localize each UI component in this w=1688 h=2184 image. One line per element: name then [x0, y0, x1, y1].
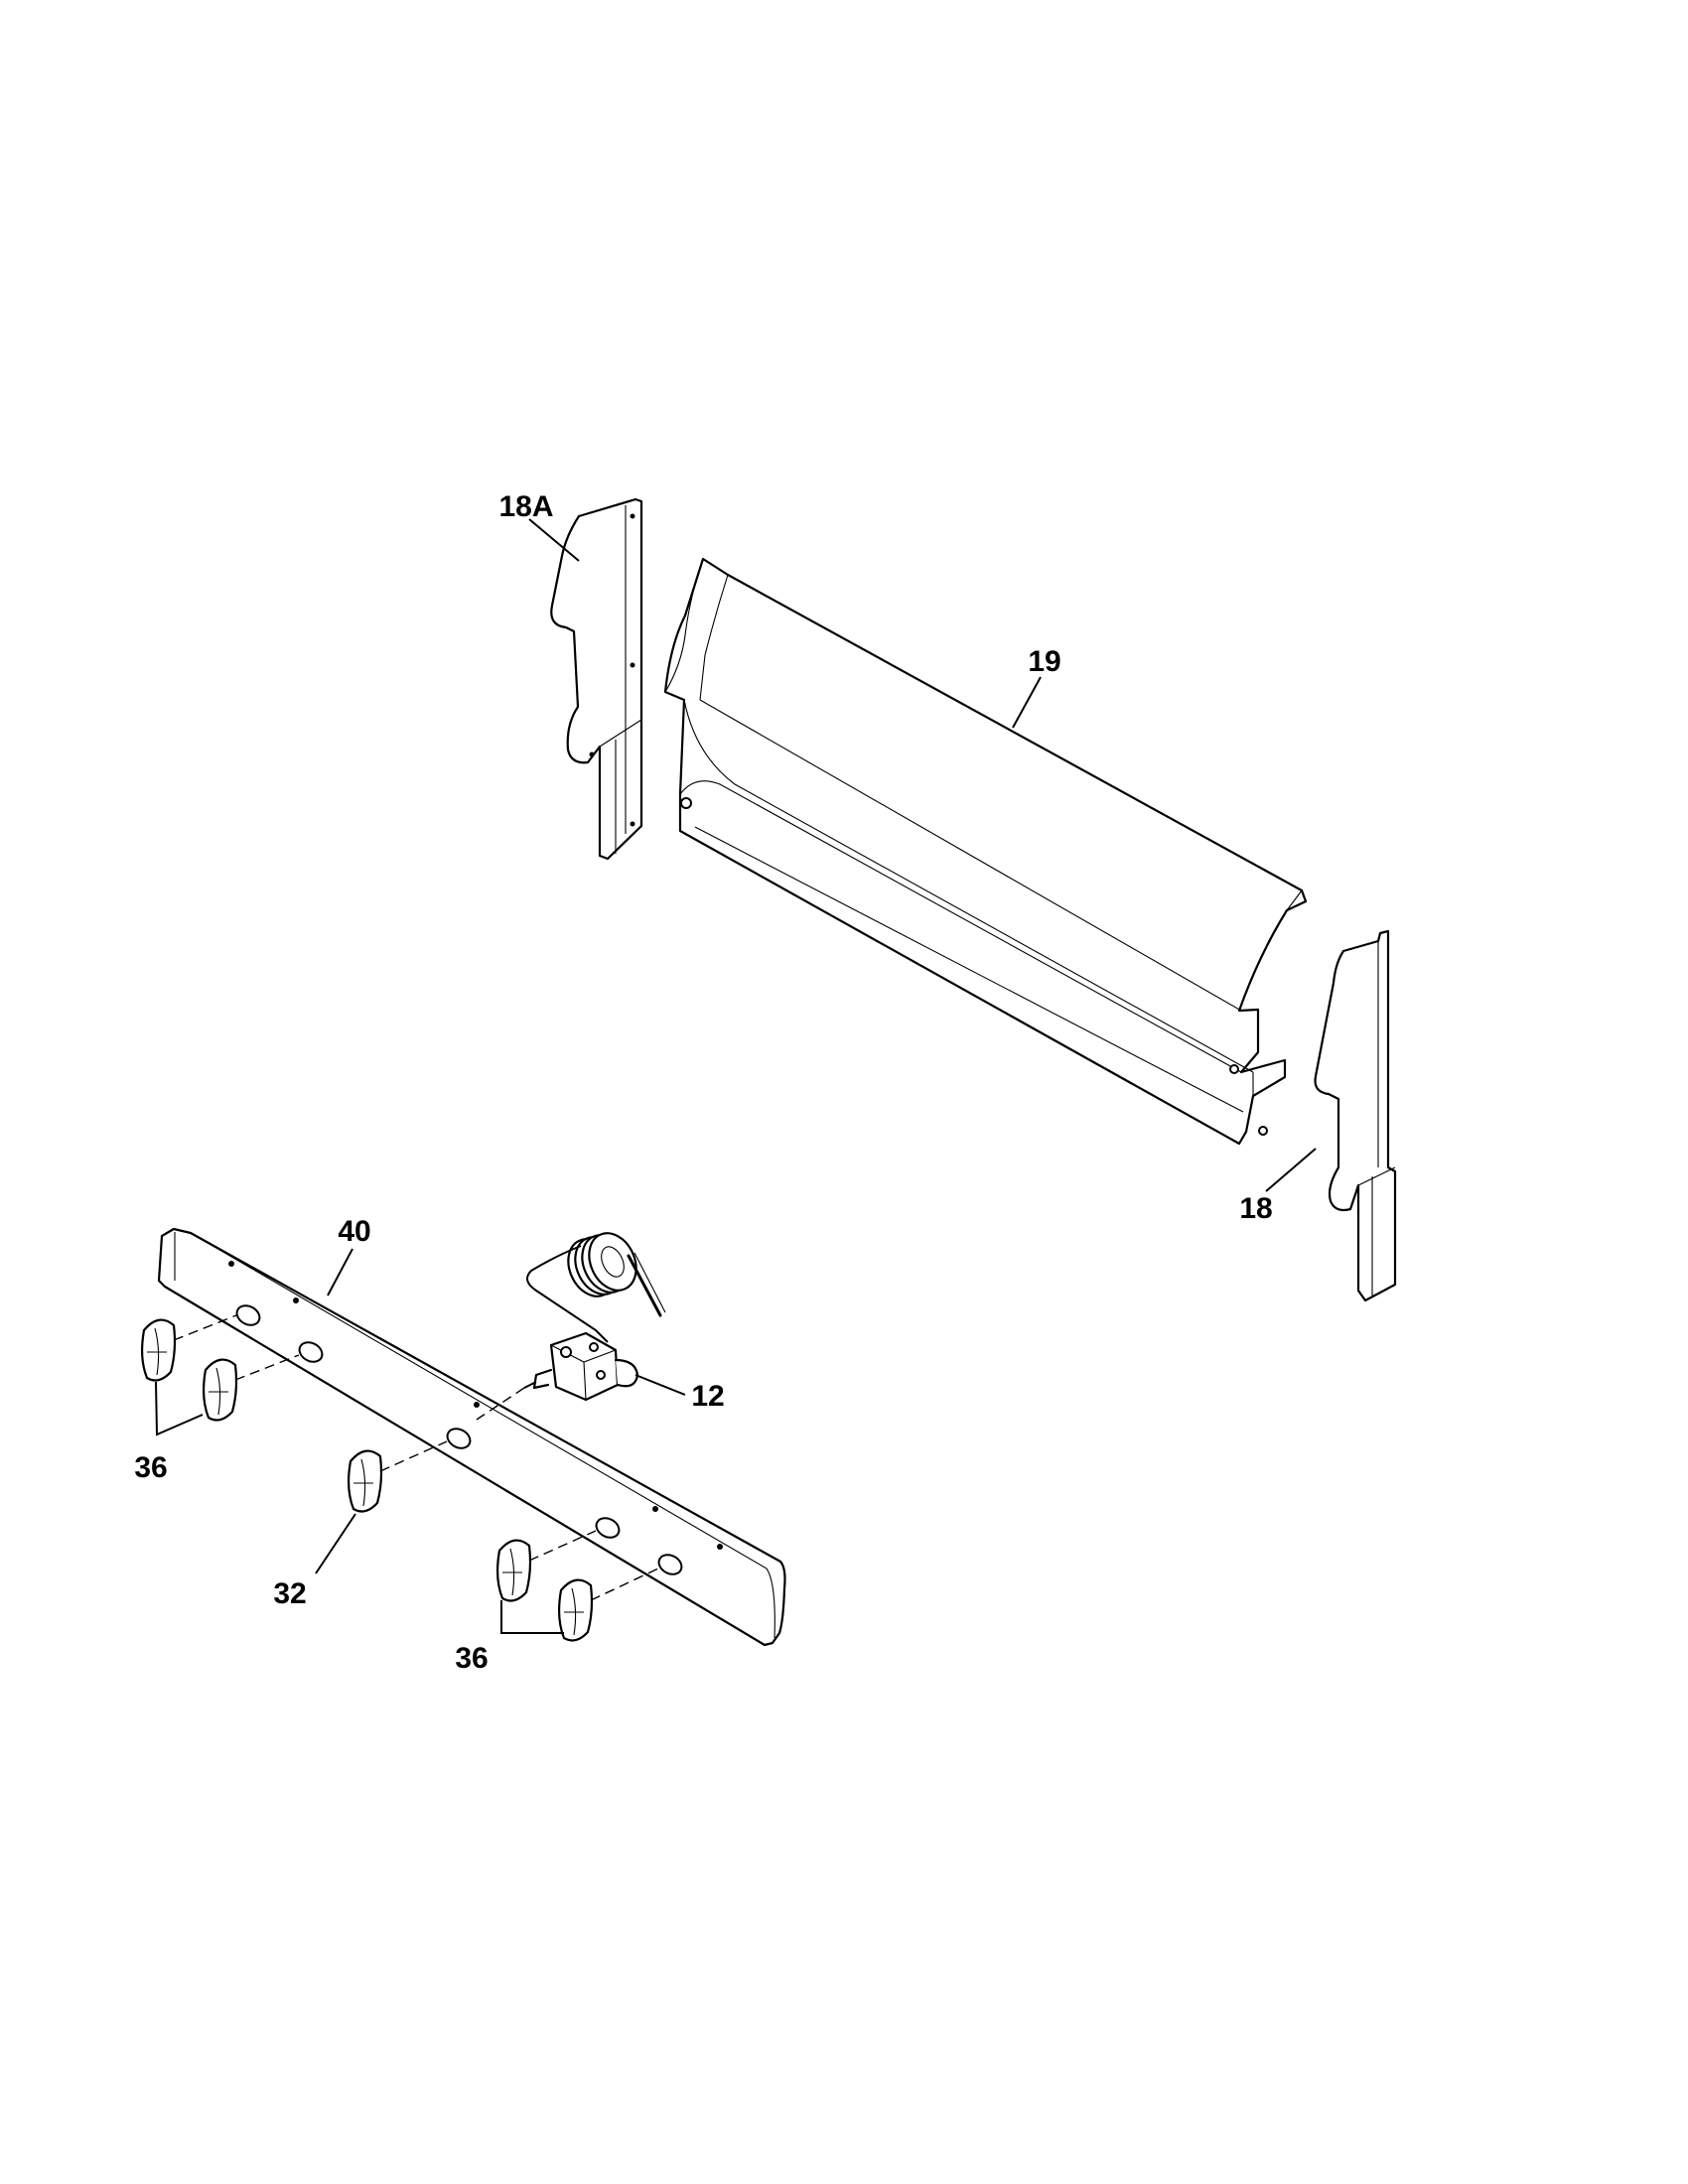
backguard-panel	[663, 557, 1308, 1146]
control-panel	[157, 1227, 786, 1647]
callout-18: 18	[1239, 1192, 1272, 1225]
callout-12: 12	[691, 1380, 724, 1413]
callout-18a: 18A	[498, 490, 553, 523]
callout-19: 19	[1028, 645, 1060, 678]
assembly-lines	[173, 1314, 659, 1601]
valve-assembly	[523, 1232, 666, 1402]
knob-right-2	[557, 1578, 594, 1642]
callout-36-right: 36	[455, 1642, 488, 1675]
callout-32: 32	[273, 1577, 306, 1610]
knob-center	[347, 1449, 383, 1513]
callout-36-left: 36	[134, 1451, 167, 1484]
knob-left-1	[140, 1318, 177, 1382]
side-trim-right	[1314, 929, 1397, 1302]
gas-valve	[523, 1331, 639, 1402]
knob-right-1	[495, 1539, 532, 1602]
capillary-coil	[526, 1232, 666, 1343]
knob-left-2	[202, 1358, 238, 1422]
side-trim-left	[550, 497, 643, 861]
callout-labels: 18A 19 18 40 12 36 32 36	[134, 490, 1272, 1675]
callout-40: 40	[338, 1215, 370, 1248]
leader-lines	[155, 518, 1317, 1634]
